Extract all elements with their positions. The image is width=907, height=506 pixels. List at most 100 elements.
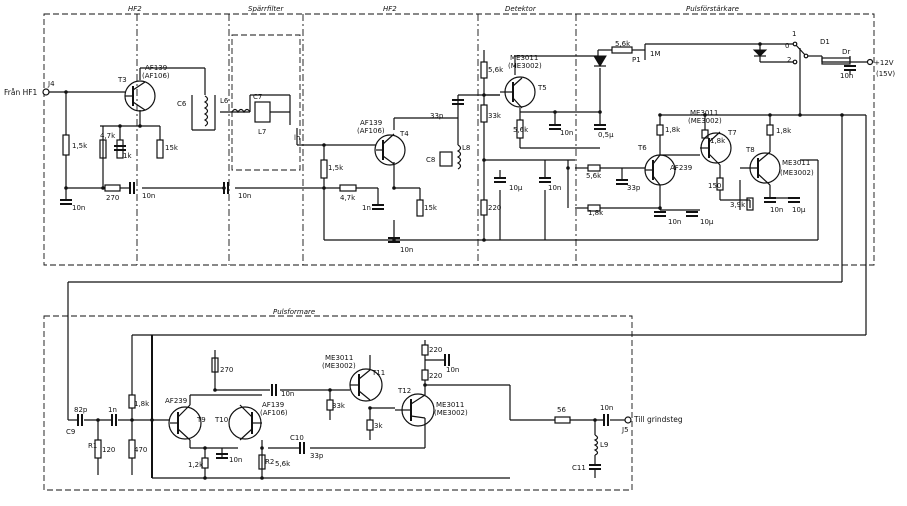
d1-label: D1 [820,38,830,46]
supply-volt-label: (15V) [876,70,895,78]
t12-alt-label: (ME3002) [434,409,468,417]
r-470-label: 470 [134,446,147,454]
section-label-hf2-a: HF2 [128,5,142,13]
t6-label: T6 [637,144,647,152]
t3-type-label: AF139 [145,64,167,72]
r2-label: R2 [265,458,274,466]
r-18k-b-label: 1,8k [710,137,726,145]
r-1k-a-label: 1k [123,152,132,160]
c11-label: C11 [572,464,586,472]
c6-label: C6 [177,100,187,108]
c-10u-label: 10μ [509,184,523,192]
dr-label: Dr [842,48,850,56]
r-56-label: 56 [557,406,566,414]
r-47k-t4-label: 4,7k [340,194,356,202]
r-15k-t4e-label: 15k [424,204,438,212]
t3-alt-label: (AF106) [142,72,170,80]
p1-label: P1 [632,56,641,64]
switch-0-label: 0 [785,42,789,50]
l8-label: L8 [462,144,470,152]
transistor-t4 [374,133,406,166]
r-56k-label: 5,6k [488,66,504,74]
r-56k-c-label: 5,6k [586,172,602,180]
transistor-t6 [644,154,676,186]
t4-type-label: AF139 [360,119,382,127]
c-10n-h-label: 10n [770,206,783,214]
t6-type-label: AF239 [670,164,692,172]
switch-1-label: 1 [792,30,796,38]
c-10n-d-label: 10n [600,404,613,412]
t12-label: T12 [397,387,411,395]
transistor-t8 [740,151,781,186]
r-270-label: 270 [106,194,119,202]
t5-alt-label: (ME3002) [508,62,542,70]
r-33k-label: 33k [488,112,502,120]
lh-label: lh [294,134,300,142]
c-05u-label: 0,5μ [598,131,614,139]
r-56k-label: 5,6k [275,460,291,468]
j5-label: J5 [621,426,629,434]
c-10n-dr-label: 10n [840,72,853,80]
r-120-label: 120 [102,446,115,454]
c10-label: C10 [290,434,304,442]
c-33p-label: 33p [310,452,324,460]
c9-label: C9 [66,428,75,436]
r-1M-label: 1M [650,50,661,58]
c-10n-f-label: 10n [548,184,561,192]
r-15k-label: 1,5k [72,142,88,150]
r-47k-label: 4,7k [100,132,116,140]
transistor-t5 [500,76,536,109]
r-18k-c-label: 1,8k [588,209,604,217]
t9-type-label: AF239 [165,397,187,405]
section-label-pulsforstarkare: Pulsförstärkare [686,5,739,13]
j4-label: J4 [47,80,55,88]
l9-label: L9 [600,441,608,449]
r-12k-label: 1,2k [188,461,204,469]
capacitor-symbols [60,65,856,470]
r-15k-b-label: 15k [165,144,179,152]
c-33p-label: 33p [430,112,444,120]
section-label-sparrfilter: Spärrfilter [248,5,284,13]
transistor-symbols [124,76,781,441]
c-1n-label: 1n [108,406,117,414]
c-10n-a-label: 10n [229,456,242,464]
switch-2-label: 2 [787,56,791,64]
t4-label: T4 [399,130,409,138]
transistor-t3 [124,80,156,112]
t8-label: T8 [745,146,755,154]
t10-type-label: AF139 [262,401,284,409]
section-frames [43,13,875,491]
c8-label: C8 [426,156,435,164]
t12-type-label: ME3011 [436,401,464,409]
r1-label: R1 [88,442,97,450]
c-10n-c-label: 10n [446,366,459,374]
r-220-a-label: 220 [429,346,442,354]
t5-label: T5 [537,84,547,92]
transistor-t10 [228,404,262,441]
t10-label: T10 [214,416,228,424]
l7-label: L7 [258,128,266,136]
r-150-label: 150 [708,182,721,190]
r-220-label: 220 [488,204,501,212]
t11-type-label: ME3011 [325,354,353,362]
r-270-label: 270 [220,366,233,374]
r-18k-c-label: 1,8k [776,127,792,135]
transistor-t12 [395,393,435,427]
t7-label: T7 [727,129,737,137]
t5-type-label: ME3011 [510,54,538,62]
r-56k-p-label: 5,6k [615,40,631,48]
r-33k-label: 33k [332,402,346,410]
top-component-labels: 1,5k 4,7k 1k 15k 10n 270 10n 10n C6 L6 C… [72,40,853,254]
transistor-labels: AF139 (AF106) T3 AF139 (AF106) T4 ME3011… [117,54,814,424]
t8-alt-label: (ME3002) [780,169,814,177]
input-label: Från HF1 [4,88,38,97]
t10-alt-label: (AF106) [260,409,288,417]
r-39k-label: 3,9k [730,201,746,209]
section-label-pulsformare: Pulsformare [273,308,315,316]
c-10n-a-label: 10n [72,204,85,212]
bottom-component-labels: 82p C9 1n R1 120 1,8k 470 1,2k 10n R2 5,… [66,346,613,472]
r-15k-t4-label: 1,5k [328,164,344,172]
output-label: Till grindsteg [633,415,683,424]
c-10u-c-label: 10μ [792,206,806,214]
